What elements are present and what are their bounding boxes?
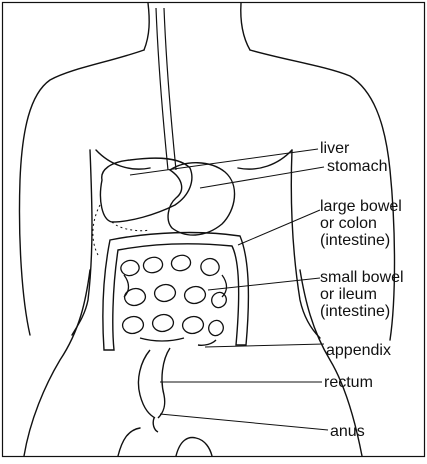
label-rectum: rectum <box>324 374 373 391</box>
appendix-tail <box>198 340 216 345</box>
small-bowel-coils <box>121 255 227 341</box>
label-large-bowel: large bowel or colon (intestine) <box>320 198 402 249</box>
esophagus <box>156 8 176 170</box>
label-appendix: appendix <box>326 342 391 359</box>
label-small-bowel-line-1: small bowel <box>320 269 404 286</box>
left-hip <box>24 270 90 456</box>
left-arm-outer <box>19 50 144 335</box>
right-pec-line <box>238 150 292 169</box>
label-large-bowel-line-1: large bowel <box>320 198 402 215</box>
neck-left <box>144 3 149 50</box>
label-stomach: stomach <box>327 158 387 175</box>
label-small-bowel-line-2: or ileum <box>320 286 404 303</box>
neck-right <box>241 3 250 50</box>
liver-shape <box>100 158 191 222</box>
liver-dotted-edge <box>93 205 100 255</box>
left-pec-line <box>96 150 150 169</box>
left-arm-inner <box>72 150 92 335</box>
anus-tip <box>153 418 158 432</box>
label-small-bowel-line-3: (intestine) <box>320 303 404 320</box>
label-liver: liver <box>320 140 349 157</box>
label-large-bowel-line-2: or colon <box>320 215 402 232</box>
rectum-right-wall <box>158 348 170 418</box>
leader-appendix <box>205 344 324 347</box>
stomach-shape <box>168 163 234 235</box>
leader-large-bowel <box>238 210 320 245</box>
rectum-left-wall <box>138 350 155 418</box>
liver-dotted-lower <box>112 222 150 231</box>
leader-anus <box>160 414 328 430</box>
label-anus: anus <box>330 423 365 440</box>
label-large-bowel-line-3: (intestine) <box>320 232 402 249</box>
leader-stomach <box>200 167 324 188</box>
label-small-bowel: small bowel or ileum (intestine) <box>320 269 404 320</box>
right-arm-inner <box>291 150 320 338</box>
left-groin <box>118 428 140 456</box>
crotch-line <box>176 438 212 456</box>
